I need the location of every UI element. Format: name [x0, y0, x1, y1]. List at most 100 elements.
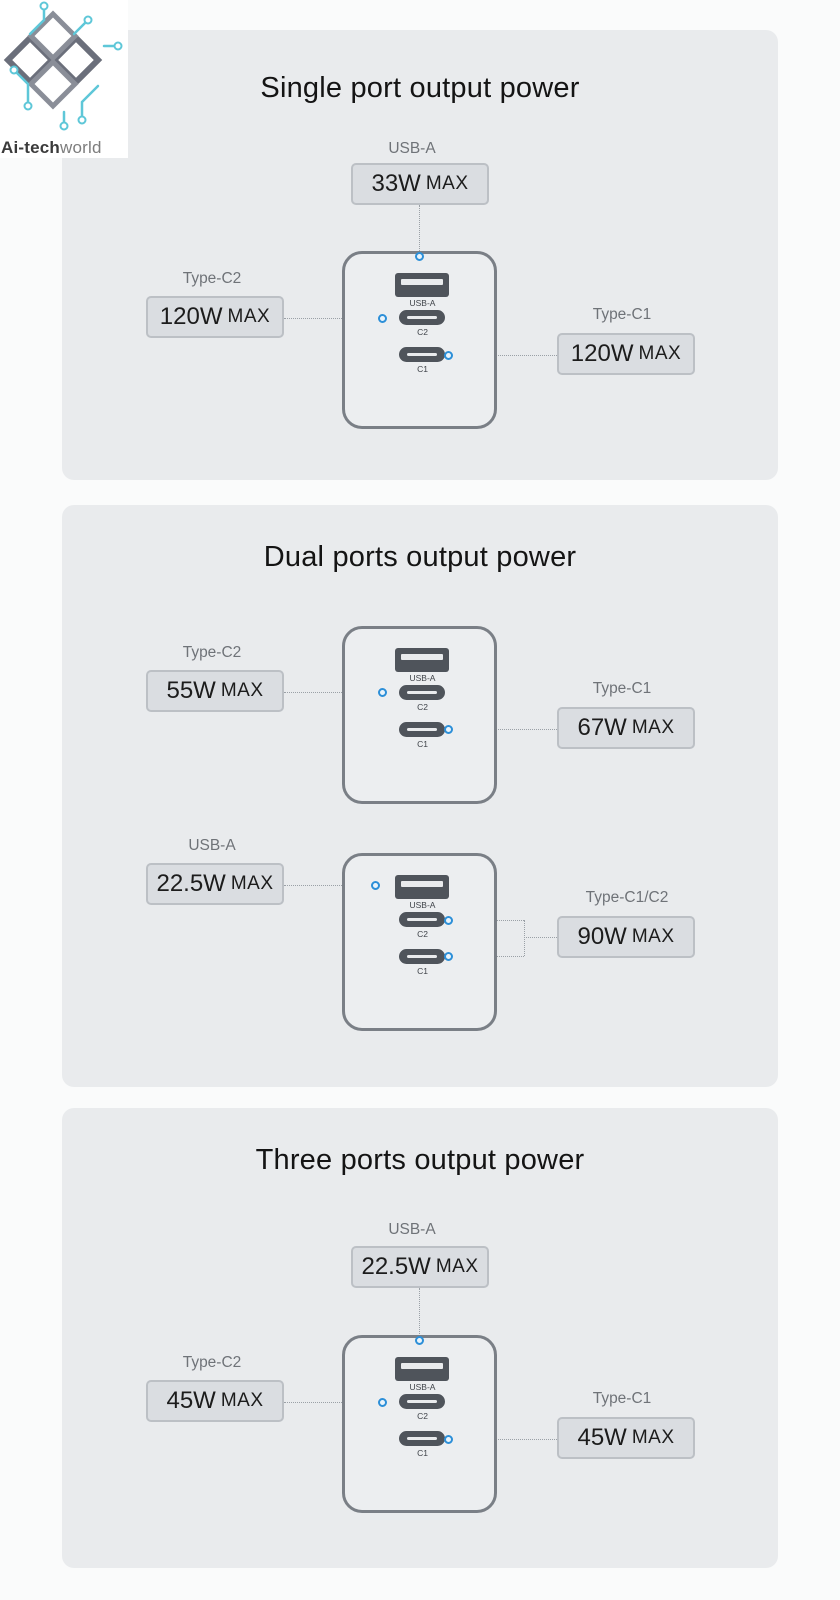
- type-c1-indicator-dot: [444, 351, 453, 360]
- connector-line: [419, 205, 420, 255]
- type-c2-port: [399, 1394, 445, 1409]
- usb-a-mark: USB-A: [409, 298, 436, 308]
- c2-mark: C2: [417, 327, 428, 337]
- max-text: MAX: [227, 306, 271, 327]
- connector-line: [450, 729, 557, 730]
- usb-a-port: [395, 875, 449, 899]
- type-c1-indicator-dot: [444, 1435, 453, 1444]
- type-c2-indicator-dot: [444, 916, 453, 925]
- c2-mark: C2: [417, 929, 428, 939]
- charger-illustration: USB-A C2 C1: [342, 1335, 497, 1513]
- usba-watt: 22.5W: [156, 870, 226, 897]
- connector-line: [419, 1288, 420, 1338]
- charger-illustration: USB-A C2 C1: [342, 251, 497, 429]
- type-c1-indicator-dot: [444, 952, 453, 961]
- connector-line: [284, 885, 374, 886]
- max-text: MAX: [638, 343, 682, 364]
- type-c2-indicator-dot: [378, 1398, 387, 1407]
- logo-text-light: world: [60, 138, 102, 157]
- type-c1-watt: 67W: [577, 714, 627, 741]
- max-text: MAX: [631, 717, 675, 738]
- max-text: MAX: [220, 1390, 264, 1411]
- logo-text: Ai-techworld: [1, 138, 102, 158]
- type-c1-c2-label: Type-C1/C2: [585, 889, 669, 906]
- type-c2-watt: 120W: [159, 303, 223, 330]
- c2-mark: C2: [417, 702, 428, 712]
- charger-illustration: USB-A C2 C1: [342, 853, 497, 1031]
- type-c1-indicator-dot: [444, 725, 453, 734]
- type-c1-port: [399, 949, 445, 964]
- type-c1-c2-watt: 90W: [577, 923, 627, 950]
- type-c1-port: [399, 347, 445, 362]
- type-c2-port: [399, 685, 445, 700]
- usba-watt: 22.5W: [361, 1253, 431, 1280]
- charger-illustration: USB-A C2 C1: [342, 626, 497, 804]
- c1-mark: C1: [417, 739, 428, 749]
- type-c2-indicator-dot: [378, 314, 387, 323]
- usba-label: USB-A: [388, 140, 436, 157]
- connector-line: [450, 355, 557, 356]
- connector-line: [524, 937, 557, 938]
- c1-mark: C1: [417, 1448, 428, 1458]
- type-c2-label: Type-C2: [182, 270, 242, 287]
- type-c2-watt: 45W: [166, 1387, 216, 1414]
- usb-a-port: [395, 273, 449, 297]
- type-c2-label: Type-C2: [182, 1354, 242, 1371]
- max-text: MAX: [631, 926, 675, 947]
- usb-a-port: [395, 648, 449, 672]
- type-c1-label: Type-C1: [592, 1390, 652, 1407]
- max-text: MAX: [230, 873, 274, 894]
- type-c1-label: Type-C1: [592, 306, 652, 323]
- max-text: MAX: [425, 173, 469, 194]
- type-c2-label: Type-C2: [182, 644, 242, 661]
- connector-line: [284, 692, 382, 693]
- panel-title: Single port output power: [260, 72, 580, 104]
- usb-a-mark: USB-A: [409, 673, 436, 683]
- connector-line: [450, 1439, 557, 1440]
- usb-a-port: [395, 1357, 449, 1381]
- max-text: MAX: [631, 1427, 675, 1448]
- logo-text-strong: Ai-tech: [1, 138, 61, 157]
- usba-indicator-dot: [371, 881, 380, 890]
- c2-mark: C2: [417, 1411, 428, 1421]
- c1-mark: C1: [417, 966, 428, 976]
- usb-a-mark: USB-A: [409, 900, 436, 910]
- type-c1-label: Type-C1: [592, 680, 652, 697]
- type-c1-port: [399, 722, 445, 737]
- connector-line: [524, 920, 525, 956]
- type-c2-indicator-dot: [378, 688, 387, 697]
- type-c2-port: [399, 912, 445, 927]
- type-c2-watt: 55W: [166, 677, 216, 704]
- usba-label: USB-A: [388, 1221, 436, 1238]
- usb-a-mark: USB-A: [409, 1382, 436, 1392]
- type-c2-port: [399, 310, 445, 325]
- usba-indicator-dot: [415, 1336, 424, 1345]
- max-text: MAX: [435, 1256, 479, 1277]
- type-c1-port: [399, 1431, 445, 1446]
- type-c1-watt: 120W: [570, 340, 634, 367]
- ai-techworld-logo: Ai-techworld: [0, 0, 128, 158]
- connector-line: [284, 318, 382, 319]
- panel-title: Dual ports output power: [263, 541, 577, 573]
- panel-title: Three ports output power: [255, 1144, 585, 1176]
- type-c1-watt: 45W: [577, 1424, 627, 1451]
- usba-watt: 33W: [371, 170, 421, 197]
- c1-mark: C1: [417, 364, 428, 374]
- max-text: MAX: [220, 680, 264, 701]
- usba-label: USB-A: [188, 837, 236, 854]
- circuit-logo-icon: [3, 1, 123, 131]
- usba-indicator-dot: [415, 252, 424, 261]
